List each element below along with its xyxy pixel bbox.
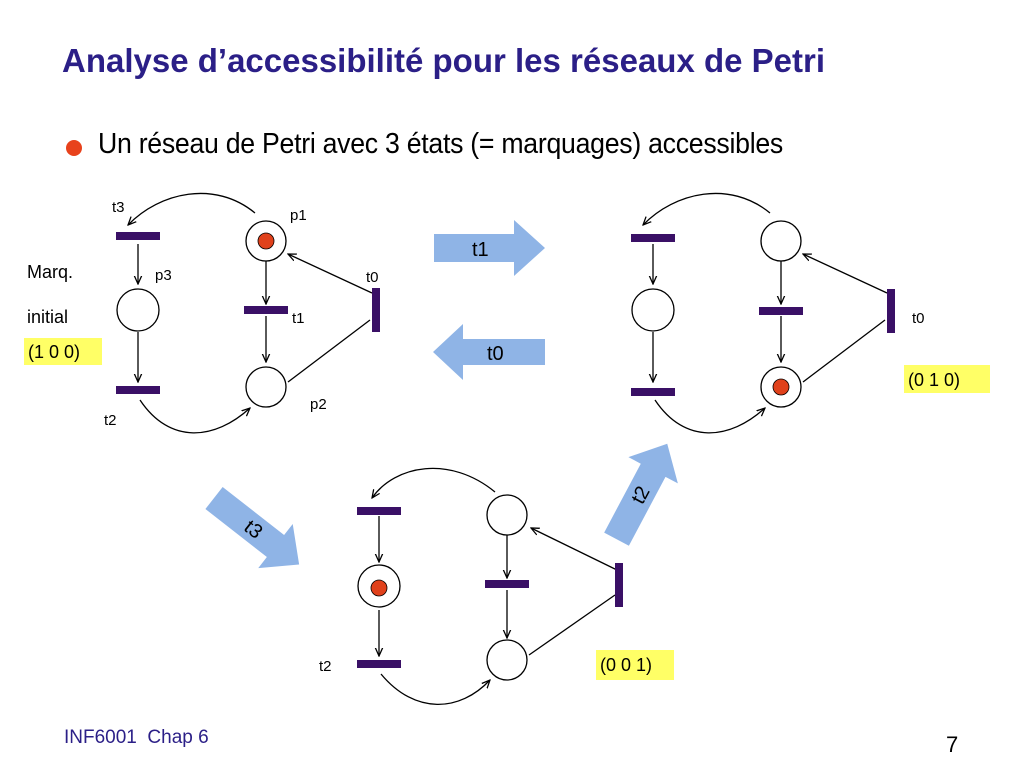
transition-t1 bbox=[485, 580, 529, 588]
marking-highlight bbox=[596, 650, 674, 680]
place-p2 bbox=[245, 366, 287, 408]
transition-t2 bbox=[357, 660, 401, 668]
arrow-t1-label: t1 bbox=[472, 239, 489, 261]
transition-t1 bbox=[244, 306, 288, 314]
label-t0: t0 bbox=[912, 310, 925, 327]
place-p1 bbox=[486, 494, 528, 536]
slide-title: Analyse d’accessibilité pour les réseaux… bbox=[62, 42, 826, 79]
arrow-t1: t1 bbox=[434, 220, 545, 276]
marking-highlight bbox=[24, 338, 102, 365]
marking-highlight bbox=[904, 365, 990, 393]
page-number: 7 bbox=[946, 732, 959, 757]
transition-t1 bbox=[759, 307, 803, 315]
token-icon bbox=[370, 579, 388, 597]
caption-initial: initial bbox=[27, 307, 68, 327]
net-after-t3: t2 (0 0 1) bbox=[319, 467, 674, 706]
transition-t3 bbox=[357, 507, 401, 515]
bullet-icon bbox=[66, 140, 82, 156]
label-p2: p2 bbox=[310, 396, 327, 413]
place-p3 bbox=[116, 288, 160, 332]
arrow-t0: t0 bbox=[433, 324, 545, 380]
marking-initial: (1 0 0) bbox=[28, 342, 80, 362]
label-p1: p1 bbox=[290, 207, 307, 224]
transition-t2 bbox=[631, 388, 675, 396]
label-t1: t1 bbox=[292, 310, 305, 327]
place-p3 bbox=[631, 288, 675, 332]
footer-course: INF6001 Chap 6 bbox=[64, 727, 209, 748]
marking-after-t3: (0 0 1) bbox=[600, 655, 652, 675]
arrow-t2: t2 bbox=[604, 443, 678, 546]
arrow-t3: t3 bbox=[205, 486, 300, 569]
transition-t0 bbox=[372, 288, 380, 332]
transition-t3 bbox=[116, 232, 160, 240]
marking-after-t1: (0 1 0) bbox=[908, 370, 960, 390]
token-icon bbox=[772, 378, 790, 396]
place-p2 bbox=[486, 639, 528, 681]
bullet-text: Un réseau de Petri avec 3 états (= marqu… bbox=[98, 128, 783, 160]
label-p3: p3 bbox=[155, 267, 172, 284]
caption-marq: Marq. bbox=[27, 262, 73, 282]
label-t2: t2 bbox=[104, 412, 117, 429]
net-after-t1: t0 (0 1 0) bbox=[631, 192, 990, 434]
label-t2: t2 bbox=[319, 658, 332, 675]
label-t3: t3 bbox=[112, 199, 125, 216]
place-p1 bbox=[760, 220, 802, 262]
arrow-t0-label: t0 bbox=[487, 343, 504, 365]
token-icon bbox=[257, 232, 275, 250]
net-initial: t3 p1 p3 t0 t1 p2 t2 Marq. initial (1 0 … bbox=[24, 192, 380, 434]
transition-t0 bbox=[887, 289, 895, 333]
transition-t0 bbox=[615, 563, 623, 607]
label-t0: t0 bbox=[366, 269, 379, 286]
transition-t3 bbox=[631, 234, 675, 242]
transition-t2 bbox=[116, 386, 160, 394]
